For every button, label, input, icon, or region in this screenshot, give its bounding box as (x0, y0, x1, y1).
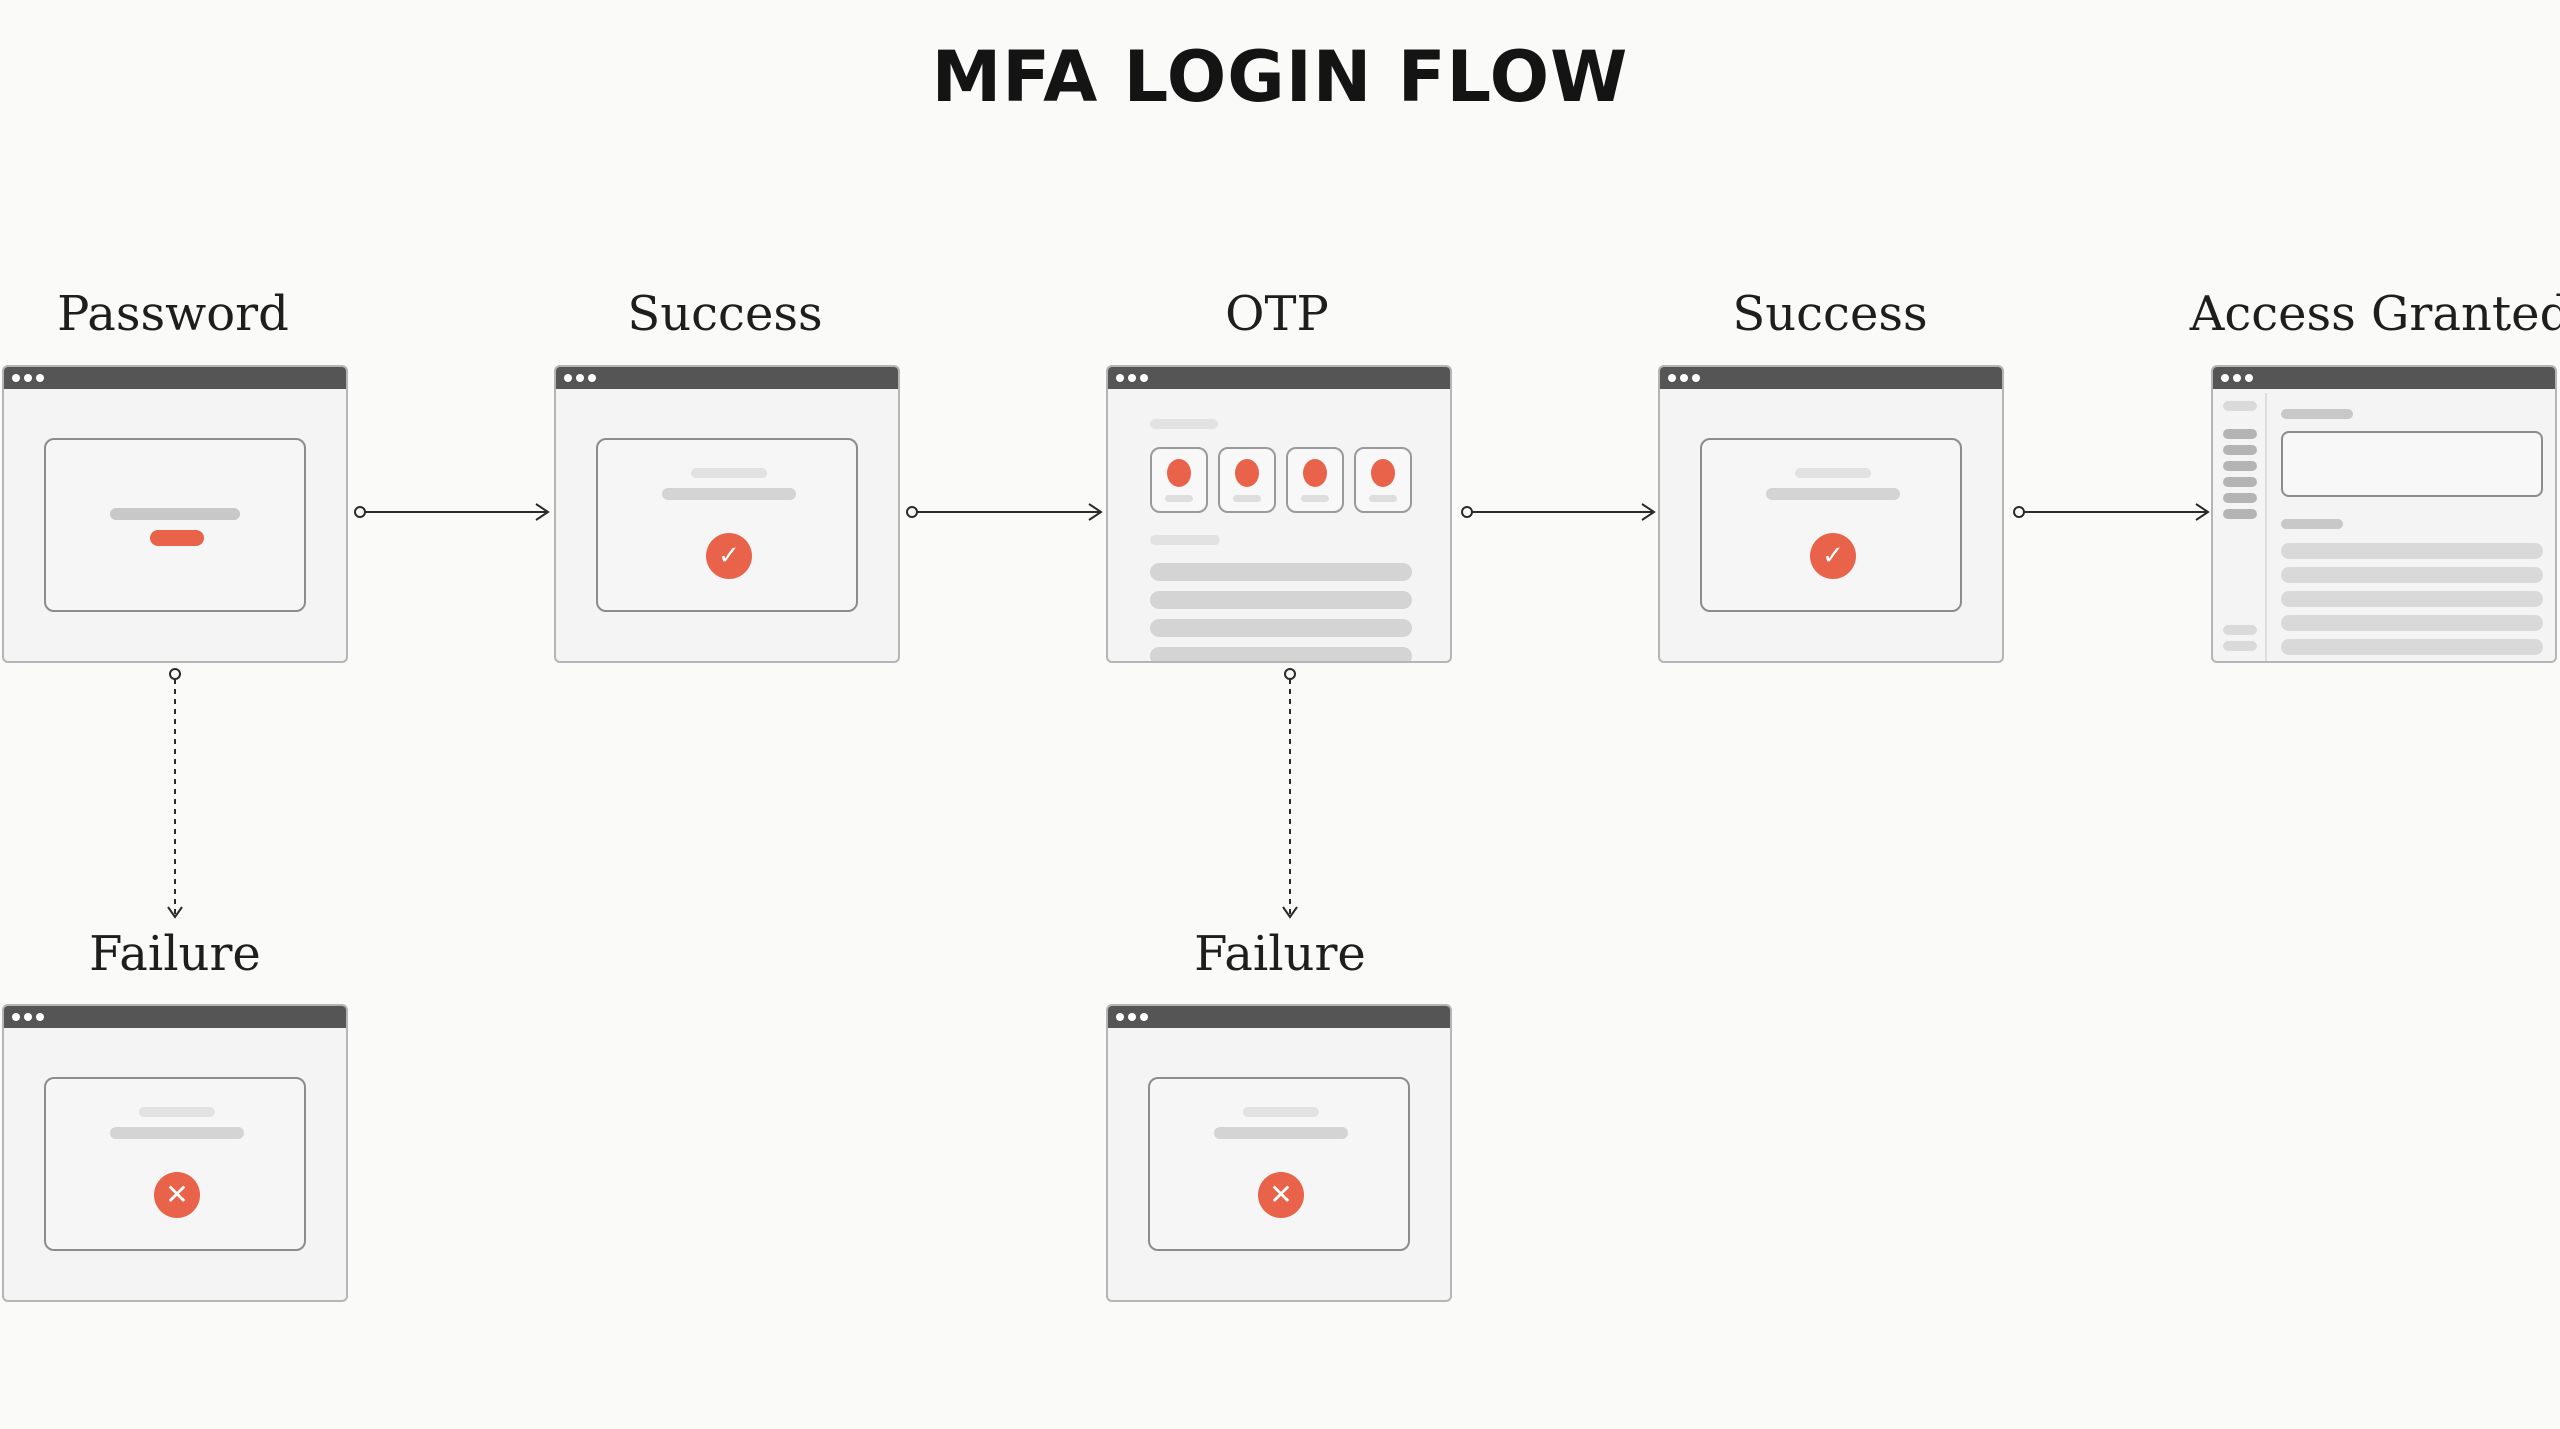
text-placeholder (662, 488, 796, 500)
failure-screen-2: ✕ (1106, 1004, 1452, 1302)
diagram-title: MFA LOGIN FLOW (931, 36, 1629, 118)
content-row (1150, 619, 1412, 637)
node-label-password: Password (57, 286, 289, 342)
text-placeholder (1214, 1127, 1348, 1139)
text-placeholder (1795, 468, 1871, 478)
window-titlebar (4, 367, 346, 389)
content-row (2281, 639, 2543, 655)
window-titlebar (1108, 367, 1450, 389)
content-row (2281, 567, 2543, 583)
window-titlebar (1660, 367, 2002, 389)
content-row (1150, 591, 1412, 609)
edge-otp-to-success (1461, 503, 1656, 521)
text-placeholder (110, 1127, 244, 1139)
node-label-access-granted: Access Granted (2189, 286, 2560, 342)
edge-success-to-access-granted (2013, 503, 2210, 521)
text-placeholder (1150, 535, 1220, 545)
success-screen-1: ✓ (554, 365, 900, 663)
password-card (44, 438, 306, 612)
failure-screen-1: ✕ (2, 1004, 348, 1302)
text-placeholder (2281, 519, 2343, 529)
otp-digit-box (1354, 447, 1412, 513)
success-card: ✓ (1700, 438, 1962, 612)
text-placeholder (139, 1107, 215, 1117)
node-label-failure-1: Failure (89, 926, 261, 982)
otp-digit-box (1286, 447, 1344, 513)
edge-success-to-otp (906, 503, 1103, 521)
node-label-otp: OTP (1225, 286, 1329, 342)
edge-password-to-success (354, 503, 550, 521)
edge-otp-to-failure (1282, 668, 1298, 919)
window-titlebar (556, 367, 898, 389)
window-titlebar (2213, 367, 2555, 389)
text-placeholder (1243, 1107, 1319, 1117)
content-row (2281, 591, 2543, 607)
otp-digit-box (1150, 447, 1208, 513)
otp-screen (1106, 365, 1452, 663)
text-placeholder (1150, 419, 1218, 429)
check-icon: ✓ (706, 533, 752, 579)
content-row (2281, 615, 2543, 631)
edge-password-to-failure (167, 668, 183, 919)
node-label-failure-2: Failure (1194, 926, 1366, 982)
content-row (1150, 647, 1412, 661)
text-placeholder (1766, 488, 1900, 500)
failure-card: ✕ (44, 1077, 306, 1251)
cross-icon: ✕ (1258, 1172, 1304, 1218)
window-titlebar (4, 1006, 346, 1028)
login-button-placeholder (150, 530, 204, 546)
text-placeholder (691, 468, 767, 478)
success-card: ✓ (596, 438, 858, 612)
window-titlebar (1108, 1006, 1450, 1028)
otp-digit-box (1218, 447, 1276, 513)
failure-card: ✕ (1148, 1077, 1410, 1251)
node-label-success-2: Success (1732, 286, 1928, 342)
node-label-success-1: Success (627, 286, 823, 342)
cross-icon: ✕ (154, 1172, 200, 1218)
password-field-placeholder (110, 508, 240, 520)
password-screen (2, 365, 348, 663)
check-icon: ✓ (1810, 533, 1856, 579)
text-placeholder (2281, 409, 2353, 419)
content-row (1150, 563, 1412, 581)
dashboard-card (2281, 431, 2543, 497)
content-row (2281, 543, 2543, 559)
access-granted-screen (2211, 365, 2557, 663)
success-screen-2: ✓ (1658, 365, 2004, 663)
